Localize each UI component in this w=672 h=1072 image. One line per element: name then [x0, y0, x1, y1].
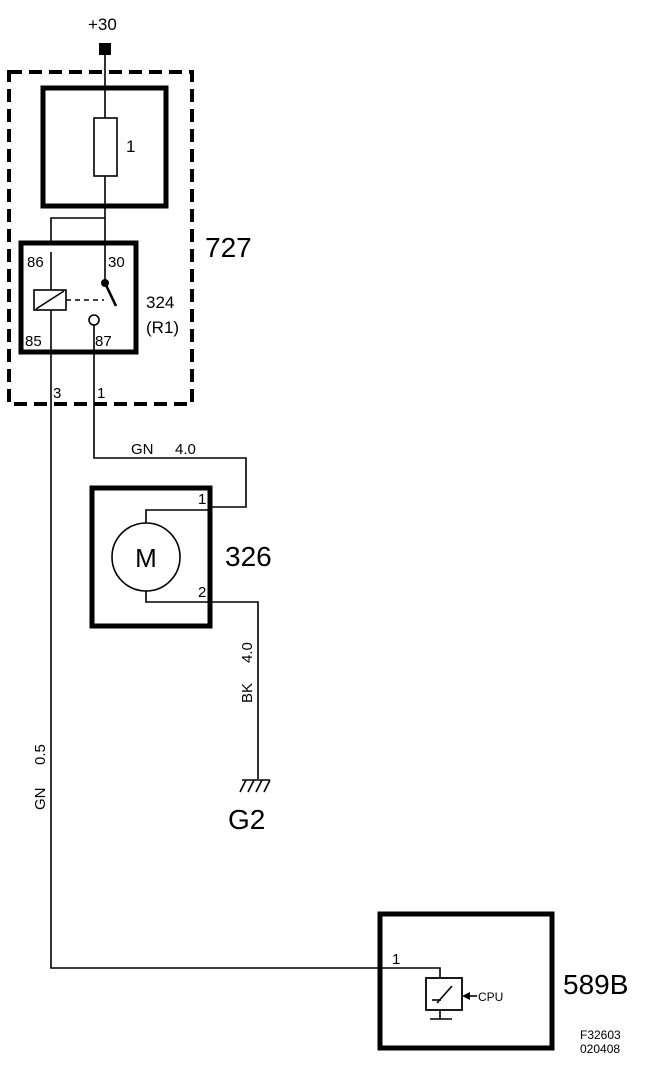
figure-code: F32603: [580, 1028, 621, 1042]
motor-pin-2: 2: [198, 584, 206, 601]
motor-lead-2: [145, 591, 209, 603]
supply-terminal: [99, 43, 111, 55]
cpu-label: CPU: [478, 990, 503, 1004]
wire-bk-4-0: [209, 601, 259, 779]
relay-alias: (R1): [146, 318, 179, 337]
relay-id: 324: [146, 293, 174, 312]
wire-gn-0-5-color: GN: [32, 788, 49, 811]
wire-bk-4-0-color: BK: [239, 683, 256, 703]
wire-gn-0-5: [50, 352, 441, 978]
motor-pin-1: 1: [198, 491, 206, 508]
relay-pin-85: 85: [25, 333, 42, 350]
relay-box-id: 727: [205, 232, 252, 263]
figure-date: 020408: [580, 1042, 620, 1056]
cpu-arrow-head: [462, 992, 470, 1000]
pin86-feed-wire: [50, 217, 105, 243]
motor-enclosure: [89, 485, 213, 629]
relay-box-outline: [7, 70, 194, 406]
control-module-enclosure: [377, 911, 555, 1051]
motor-id: 326: [225, 541, 272, 572]
motor-lead-1: [145, 509, 209, 523]
control-module-id: 589B: [563, 969, 628, 1000]
control-module-pin-1: 1: [392, 951, 400, 968]
wire-gn-4-0: [93, 352, 247, 508]
box-connector-3: 3: [53, 385, 61, 402]
fuse-symbol: [93, 117, 118, 177]
box-connector-1: 1: [97, 385, 105, 402]
relay-pin-86: 86: [27, 254, 44, 271]
wire-gn-0-5-gauge: 0.5: [32, 744, 49, 765]
ground-symbol: [239, 779, 271, 793]
relay-coil-slash: [35, 290, 65, 310]
ground-id: G2: [228, 804, 265, 835]
relay-pin-87: 87: [95, 333, 112, 350]
wire-gn-4-0-gauge: 4.0: [175, 441, 196, 458]
relay-enclosure: [18, 240, 139, 355]
supply-label: +30: [88, 15, 117, 34]
fuse-number: 1: [126, 137, 135, 156]
wire-bk-4-0-gauge: 4.0: [239, 642, 256, 663]
relay-switch-blade: [103, 282, 118, 307]
wire-gn-4-0-color: GN: [131, 441, 154, 458]
relay-contact-87: [88, 314, 100, 326]
relay-pin-30: 30: [108, 254, 125, 271]
motor-symbol-letter: M: [135, 543, 157, 573]
